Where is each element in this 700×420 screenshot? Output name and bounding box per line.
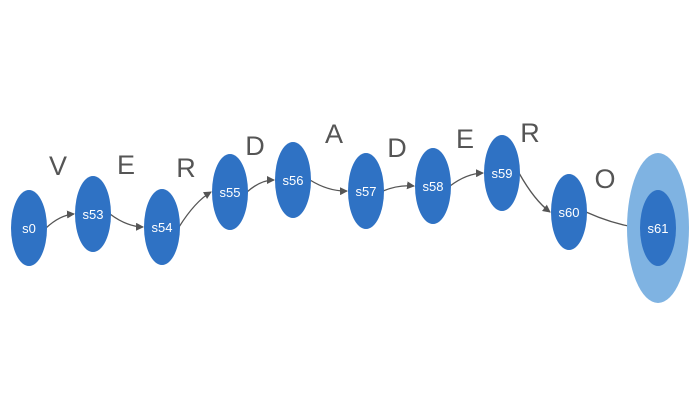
state-node-s54: s54 (144, 189, 180, 265)
transition-arrow-s0-s53 (45, 210, 75, 229)
transition-labels-layer: V E R D A D E R O (49, 118, 616, 194)
transition-label-s56-s57: A (325, 119, 343, 149)
state-circle (75, 176, 111, 252)
transition-label-s54-s55: R (176, 153, 196, 183)
state-node-s55: s55 (212, 154, 248, 230)
state-label: s0 (22, 221, 36, 236)
transition-label-s53-s54: E (117, 150, 135, 180)
transitions-layer (45, 169, 640, 231)
transition-label-s55-s56: D (245, 131, 265, 161)
states-layer: s0 s53 s54 s55 s56 s57 s58 s59 s60 s61 (11, 135, 689, 303)
transition-arrow-s54-s55 (178, 191, 212, 228)
transition-arrow-s56-s57 (309, 179, 348, 196)
state-label: s57 (356, 184, 377, 199)
transition-arrow-s55-s56 (246, 176, 275, 193)
transition-label-s58-s59: E (456, 124, 474, 154)
state-circle (11, 190, 47, 266)
state-node-s59: s59 (484, 135, 520, 211)
state-node-s0: s0 (11, 190, 47, 266)
state-label: s54 (152, 220, 173, 235)
state-label: s58 (423, 179, 444, 194)
transition-label-s57-s58: D (387, 133, 407, 163)
transition-label-s60-s61: O (594, 164, 615, 194)
state-label: s59 (492, 166, 513, 181)
transition-arrow-s58-s59 (449, 169, 484, 187)
state-circle (551, 174, 587, 250)
state-label: s55 (220, 185, 241, 200)
transition-label-s59-s60: R (520, 118, 540, 148)
transition-arrow-s59-s60 (518, 172, 551, 213)
state-label: s53 (83, 207, 104, 222)
state-circle (144, 189, 180, 265)
state-label: s61 (648, 221, 669, 236)
state-circle (640, 190, 676, 266)
transition-arrow-s53-s54 (109, 213, 144, 231)
state-node-s53: s53 (75, 176, 111, 252)
state-node-s61: s61 (627, 153, 689, 303)
state-node-s56: s56 (275, 142, 311, 218)
state-node-s58: s58 (415, 148, 451, 224)
state-node-s60: s60 (551, 174, 587, 250)
state-circle (348, 153, 384, 229)
transition-label-s0-s53: V (49, 151, 67, 181)
state-circle (415, 148, 451, 224)
state-node-s57: s57 (348, 153, 384, 229)
state-label: s56 (283, 173, 304, 188)
state-circle (212, 154, 248, 230)
state-label: s60 (559, 205, 580, 220)
transition-arrow-s57-s58 (382, 181, 415, 192)
state-circle (484, 135, 520, 211)
state-circle (275, 142, 311, 218)
